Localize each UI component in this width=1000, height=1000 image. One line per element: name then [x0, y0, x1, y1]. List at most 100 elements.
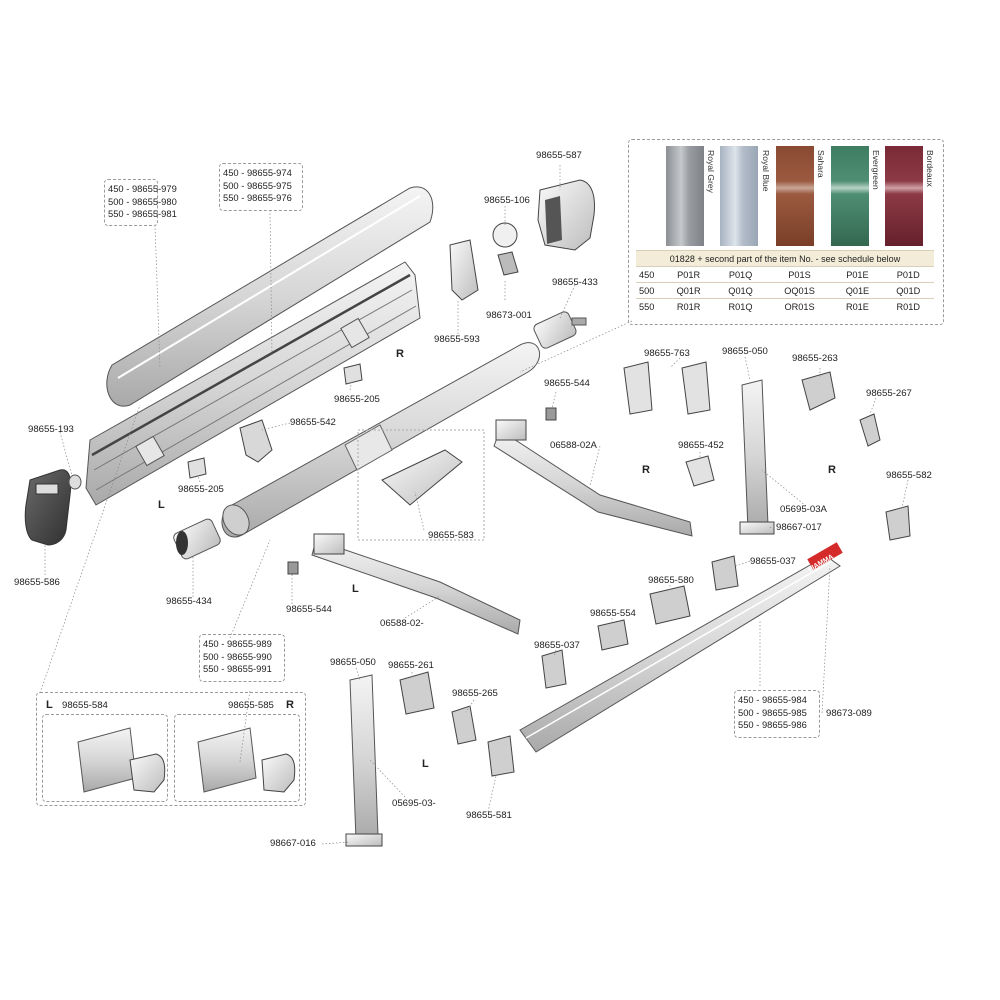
part-label: 05695-03-	[392, 798, 436, 809]
profile-variant-box	[219, 163, 303, 211]
part-label: 98655-267	[866, 388, 912, 399]
springs	[287, 407, 557, 575]
part-label: 98655-433	[552, 277, 598, 288]
part-label: 98667-017	[776, 522, 822, 533]
variant-line: 500 - 98655-990	[203, 650, 272, 662]
part-label: 98655-544	[544, 378, 590, 389]
part-label: 98655-452	[678, 440, 724, 451]
swatch-name-royal-grey: Royal Grey	[706, 150, 716, 193]
part-label: 98655-554	[590, 608, 636, 619]
part-label: 98655-106	[484, 195, 530, 206]
fabric-code: P01S	[766, 266, 833, 283]
part-763	[623, 361, 711, 415]
part-label: 98655-581	[466, 810, 512, 821]
fabric-options-box	[628, 139, 944, 325]
roller-variant-list: 450 - 98655-989 500 - 98655-990 550 - 98…	[203, 638, 272, 676]
part-label: 98655-193	[28, 424, 74, 435]
roller-tube	[221, 342, 540, 538]
right-arm	[493, 419, 693, 537]
variant-line: 450 - 98655-984	[738, 694, 807, 705]
end-kit-right-box	[174, 714, 300, 802]
cover-variant-list: 450 - 98655-979 500 - 98655-980 550 - 98…	[108, 183, 177, 221]
part-452	[685, 455, 715, 487]
side-label-right: R	[396, 348, 404, 360]
part-label: 98655-205	[178, 484, 224, 495]
right-end-kit	[197, 727, 296, 793]
fabric-code: P01E	[832, 266, 883, 283]
variant-line: 500 - 98655-975	[223, 179, 292, 191]
top-cover	[106, 186, 434, 407]
fabric-code: P01D	[882, 266, 934, 283]
pulley	[492, 222, 519, 276]
swatch-sahara	[776, 146, 814, 246]
part-label: 05695-03A	[780, 504, 827, 515]
variant-line: 550 - 98655-976	[223, 192, 292, 203]
small-clip-top	[343, 363, 363, 385]
part-265	[451, 705, 477, 745]
part-label: 98655-263	[792, 353, 838, 364]
part-label: 98655-544	[286, 604, 332, 615]
variant-line: 450 - 98655-979	[108, 183, 177, 194]
part-580	[649, 585, 691, 625]
part-label: 98655-261	[388, 660, 434, 671]
front-bar-variant-list: 450 - 98655-984 500 - 98655-985 550 - 98…	[738, 694, 807, 732]
fabric-table-header-row: 01828 + second part of the item No. - se…	[636, 250, 934, 267]
side-label-left: L	[158, 499, 165, 511]
variant-line: 550 - 98655-986	[738, 719, 807, 730]
part-label: 98655-265	[452, 688, 498, 699]
left-arm	[311, 533, 521, 635]
part-label: 98655-593	[434, 334, 480, 345]
part-037-top	[711, 555, 739, 591]
end-support	[449, 239, 479, 301]
fabric-code: Q01E	[832, 282, 883, 299]
side-label-right: R	[642, 464, 650, 476]
part-label: 98655-542	[290, 417, 336, 428]
roller-end-left	[173, 518, 221, 560]
side-label-right: R	[828, 464, 836, 476]
part-label: 98655-585	[228, 700, 274, 711]
right-end-bracket	[537, 179, 595, 251]
side-label-right: R	[286, 699, 294, 711]
part-581	[487, 735, 515, 777]
part-263	[801, 371, 836, 411]
roller-end-right	[533, 311, 587, 349]
swatch-royal-grey	[666, 146, 704, 246]
fabric-code: Q01D	[882, 282, 934, 299]
part-554	[597, 619, 629, 651]
end-kit-left-box	[42, 714, 168, 802]
fabric-code-table: 01828 + second part of the item No. - se…	[636, 250, 934, 314]
swatch-evergreen	[831, 146, 869, 246]
variant-line: 450 - 98655-989	[203, 638, 272, 649]
part-label: 98673-001	[486, 310, 532, 321]
part-261	[399, 671, 435, 715]
part-label: 98655-205	[334, 394, 380, 405]
profile-variant-list: 450 - 98655-974 500 - 98655-975 550 - 98…	[223, 167, 292, 205]
box-583	[357, 429, 485, 541]
spring-clip-583	[381, 449, 463, 506]
fabric-code: P01R	[663, 266, 715, 283]
roller-variant-box	[199, 634, 285, 682]
fabric-size: 450	[636, 266, 663, 283]
variant-line: 450 - 98655-974	[223, 167, 292, 178]
part-037-bottom	[541, 649, 567, 689]
part-267	[859, 413, 881, 447]
part-label: 98655-050	[722, 346, 768, 357]
right-support-leg	[739, 379, 775, 535]
part-label: 98655-582	[886, 470, 932, 481]
leader-lines	[39, 165, 909, 845]
fabric-table-header: 01828 + second part of the item No. - se…	[636, 250, 934, 267]
fabric-code: OR01S	[766, 298, 833, 314]
swatch-bordeaux	[885, 146, 923, 246]
fabric-code: R01R	[663, 298, 715, 314]
part-label: 98655-587	[536, 150, 582, 161]
awning-profile	[85, 261, 421, 506]
small-clip-bottom	[187, 457, 207, 479]
left-end-cap	[24, 469, 82, 546]
swatch-name-royal-blue: Royal Blue	[761, 150, 771, 192]
variant-line: 550 - 98655-981	[108, 208, 177, 219]
part-label: 98655-580	[648, 575, 694, 586]
front-bar	[519, 542, 843, 753]
swatch-name-sahara: Sahara	[816, 150, 826, 178]
part-label: 98667-016	[270, 838, 316, 849]
